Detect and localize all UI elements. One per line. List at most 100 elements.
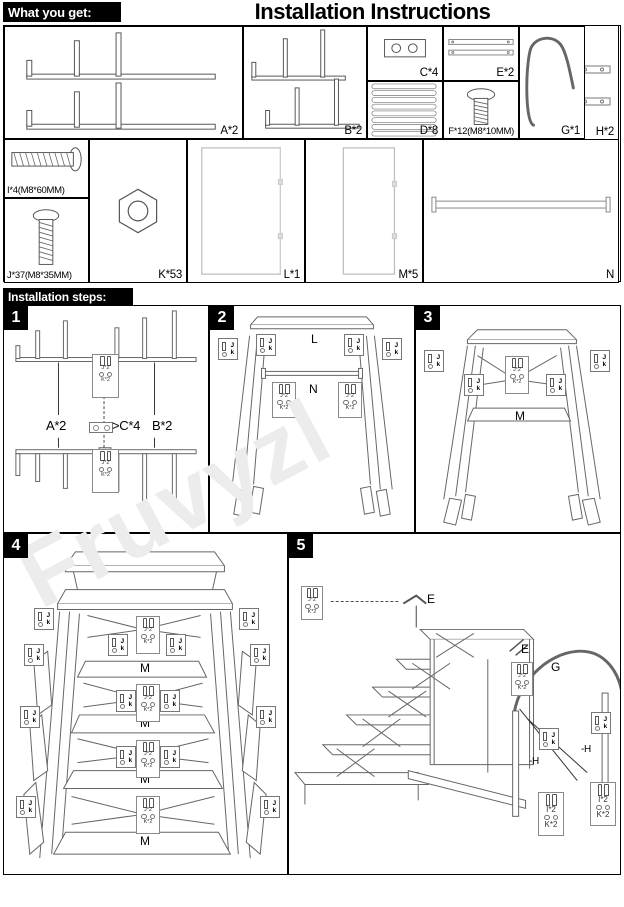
step4-chip-k-i6: k: [172, 757, 177, 764]
part-cell-B: B*2: [243, 26, 367, 139]
step2-chip-j-2: J: [268, 337, 273, 345]
part-cell-I: I*4(M8*60MM): [4, 139, 89, 198]
step4-chip-k-i5: k: [128, 757, 133, 764]
step3-callout-jk-inner-right: J k: [546, 374, 566, 396]
step4-chip-j-i3: J: [128, 693, 133, 701]
step2-chip-k2-right: K*2: [345, 404, 355, 411]
part-label-H: H*2: [595, 126, 615, 138]
step-panel-2: 2: [209, 305, 415, 533]
part-label-K: K*53: [158, 269, 182, 281]
two-long-rails-icon: [585, 26, 618, 139]
step5-chip-k2-mid: K*2: [517, 684, 527, 691]
step3-chip-k-left: k: [436, 361, 441, 368]
part-label-I: I*4(M8*60MM): [7, 185, 65, 196]
step-number-4: 4: [4, 534, 28, 558]
part-label-A: A*2: [220, 125, 238, 137]
step4-chip-k2-1: K*2: [143, 638, 153, 645]
flat-plate-two-holes-icon: [368, 27, 442, 80]
step5-chip-j-left: J: [551, 731, 556, 739]
step2-callout-j2k2-right: J*2 K*2: [338, 382, 362, 418]
step2-chip-k-1: k: [230, 349, 235, 356]
step3-chip-k-right: k: [602, 361, 607, 368]
step5-chip-k-right: k: [603, 723, 608, 730]
long-crossbar-icon: [424, 140, 618, 282]
step5-callout-jk-right: J k: [591, 712, 611, 734]
step4-chip-k-l1: k: [46, 619, 51, 626]
step1-label-B: B*2: [152, 418, 173, 433]
step5-chip-j2-mid: J*2: [518, 673, 526, 679]
step5-callout-jk-left: J k: [539, 728, 559, 750]
step3-chip-j-inner-left: J: [476, 377, 481, 385]
part-cell-K: K*53: [89, 139, 187, 283]
step4-chip-k-i3: k: [128, 701, 133, 708]
narrow-panel-icon: [306, 140, 422, 282]
step1-label-C: >C*4: [112, 418, 141, 433]
installation-instruction-sheet: What you get: Installation Instructions …: [2, 0, 621, 875]
step2-chip-j2-left: J*2: [280, 393, 288, 399]
step5-label-E-mid: E: [521, 642, 529, 656]
step-number-3: 3: [416, 306, 440, 330]
step2-chip-k2-left: K*2: [279, 404, 289, 411]
part-cell-N: N: [423, 139, 619, 283]
step5-chip-k2-top: K*2: [307, 608, 317, 615]
parts-list-table: A*2 B*2: [3, 25, 621, 283]
page-title: Installation Instructions: [254, 0, 491, 24]
step-4-diagram: [4, 534, 287, 874]
step2-callout-j2k2-left: J*2 K*2: [272, 382, 296, 418]
step4-label-M-3: M: [140, 772, 150, 786]
step5-label-E-top: E: [427, 592, 435, 606]
part-cell-E: E*2: [443, 26, 519, 81]
step4-chip-j2-4: J*2: [144, 807, 152, 813]
part-label-J: J*37(M8*35MM): [7, 270, 72, 281]
step4-chip-j-r4: J: [272, 799, 277, 807]
part-label-N: N: [605, 269, 614, 281]
step5-chip-k2-bl: K*2: [544, 819, 558, 829]
step1-chip-k: K*2: [101, 376, 110, 383]
step-5-diagram: [289, 534, 620, 874]
part-cell-H: H*2: [585, 26, 618, 139]
part-label-L: L*1: [283, 269, 301, 281]
step1-chip-j-2: J*2: [101, 460, 110, 466]
step-panel-3: 3: [415, 305, 621, 533]
step-1-diagram: [4, 306, 208, 532]
step5-chip-k2-br: K*2: [596, 809, 610, 819]
step2-chip-k-4: k: [394, 349, 399, 356]
step4-label-M-4: M: [140, 834, 150, 848]
step-2-diagram: [210, 306, 414, 532]
installation-steps-area: 1: [3, 297, 621, 875]
step-panel-1: 1: [3, 305, 209, 533]
part-label-G: G*1: [561, 125, 580, 137]
step1-chip-k-2: K*2: [101, 471, 110, 478]
step2-callout-jk-3: J k: [344, 334, 364, 356]
step3-callout-jk-left: J k: [424, 350, 444, 372]
step2-chip-j-1: J: [230, 341, 235, 349]
part-label-D: D*8: [419, 125, 439, 137]
step-number-2: 2: [210, 306, 234, 330]
step4-chip-k2-4: K*2: [143, 818, 153, 825]
step3-callout-jk-right: J k: [590, 350, 610, 372]
step4-chip-k2-3: K*2: [143, 762, 153, 769]
step4-chip-j-l4: J: [28, 799, 33, 807]
step2-chip-k-3: k: [356, 345, 361, 352]
step4-chip-j-l2: J: [36, 647, 41, 655]
two-thin-bars-icon: [444, 27, 518, 80]
step2-callout-jk-2: J k: [256, 334, 276, 356]
step1-callout-upper: J*2 K*2: [92, 354, 119, 398]
step2-chip-j2-right: J*2: [346, 393, 354, 399]
step5-chip-j-right: J: [603, 715, 608, 723]
step4-chip-k-r1: k: [251, 619, 256, 626]
step2-chip-j-4: J: [394, 341, 399, 349]
step5-chip-k-left: k: [551, 739, 556, 746]
step4-chip-k-r3: k: [268, 717, 273, 724]
installation-steps-banner: Installation steps:: [3, 288, 133, 305]
step3-chip-k-inner-left: k: [476, 385, 481, 392]
step5-chip-j2-top: J*2: [308, 597, 316, 603]
